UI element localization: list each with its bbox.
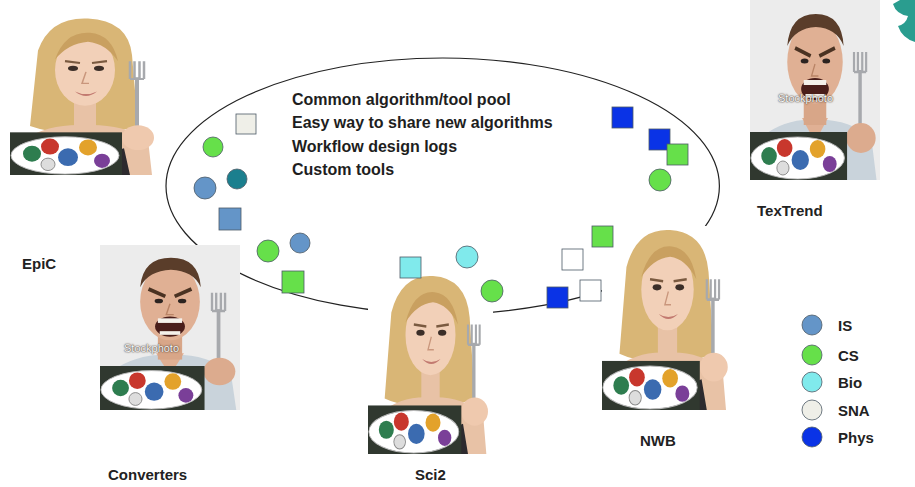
label-box: TexTrend	[757, 202, 823, 220]
legend-entry: Bio	[800, 370, 862, 394]
legend-swatch	[800, 425, 824, 449]
legend-entry: IS	[800, 313, 852, 337]
goal-text: Workflow design logs	[292, 135, 553, 159]
category-circle	[456, 246, 478, 268]
label-box: EpiC	[22, 255, 56, 273]
category-circle	[481, 280, 503, 302]
tool-label: EpiC	[22, 255, 56, 272]
category-square	[400, 257, 421, 278]
category-square	[592, 226, 613, 247]
label-box: Sci2	[415, 466, 446, 484]
watermark: Stockphoto	[124, 342, 179, 354]
legend-swatch	[800, 313, 824, 337]
woman-photo	[368, 272, 493, 454]
legend-text: IS	[838, 317, 852, 334]
category-circle	[649, 169, 671, 191]
legend-text: Phys	[838, 429, 874, 446]
category-circle	[194, 177, 216, 199]
tool-label: Converters	[108, 466, 187, 483]
legend-swatch	[800, 398, 824, 422]
tool-label: NWB	[640, 432, 676, 449]
category-square	[580, 280, 601, 301]
category-square	[282, 271, 304, 293]
text-group: Common algorithm/tool poolEasy way to sh…	[292, 88, 553, 182]
legend-text: CS	[838, 347, 859, 364]
corner-logo	[893, 0, 915, 42]
woman-photo	[10, 15, 160, 175]
category-square	[612, 107, 633, 128]
goal-text: Common algorithm/tool pool	[292, 88, 553, 112]
category-circle	[203, 137, 223, 157]
category-square	[562, 249, 583, 270]
category-square	[547, 287, 568, 308]
category-circle	[290, 233, 310, 253]
tool-label: TexTrend	[757, 202, 823, 219]
category-circle	[227, 169, 247, 189]
category-square	[236, 114, 256, 134]
man-photo	[750, 0, 880, 180]
legend-swatch	[800, 370, 824, 394]
goal-text: Easy way to share new algorithms	[292, 111, 553, 135]
goal-text: Custom tools	[292, 158, 553, 182]
legend-text: SNA	[838, 402, 870, 419]
category-circle	[257, 240, 279, 262]
category-square	[219, 208, 241, 230]
man-photo	[100, 245, 240, 410]
label-box: Stockphoto	[778, 88, 833, 106]
tool-label: Sci2	[415, 466, 446, 483]
legend-entry: CS	[800, 343, 859, 367]
label-box: NWB	[640, 432, 676, 450]
label-box: Converters	[108, 466, 187, 484]
category-square	[667, 144, 688, 165]
legend-entry: SNA	[800, 398, 870, 422]
label-box: Stockphoto	[124, 338, 179, 356]
woman-photo	[602, 226, 733, 410]
legend-swatch	[800, 343, 824, 367]
legend-text: Bio	[838, 374, 862, 391]
legend-entry: Phys	[800, 425, 874, 449]
watermark: Stockphoto	[778, 92, 833, 104]
